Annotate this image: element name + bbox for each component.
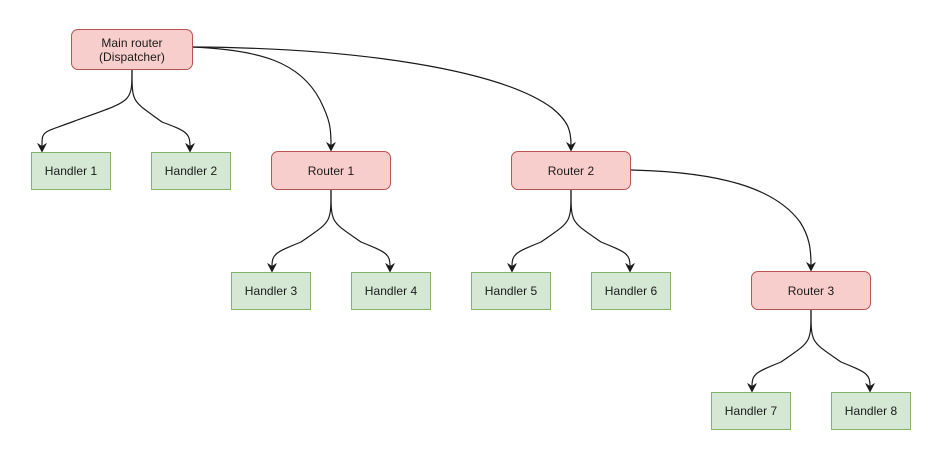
edge-router-2-handler-6 — [570, 189, 631, 267]
arrow-router-1-icon — [326, 142, 336, 152]
node-handler-7[interactable]: Handler 7 — [711, 392, 791, 430]
arrow-handler-4-icon — [385, 263, 395, 273]
arrow-handler-6-icon — [625, 263, 635, 273]
edge-router-3-handler-8 — [810, 309, 871, 387]
node-handler-5[interactable]: Handler 5 — [471, 272, 551, 310]
node-router-3[interactable]: Router 3 — [751, 271, 871, 310]
edge-router-3-handler-7 — [751, 309, 812, 387]
node-router-1[interactable]: Router 1 — [271, 151, 391, 190]
node-handler-4[interactable]: Handler 4 — [351, 272, 431, 310]
edge-main-handler-2 — [131, 69, 191, 147]
arrow-handler-2-icon — [185, 143, 195, 153]
node-router-2[interactable]: Router 2 — [511, 151, 631, 190]
edges-group — [41, 46, 871, 387]
arrow-router-3-icon — [806, 262, 816, 272]
node-handler-2[interactable]: Handler 2 — [151, 152, 231, 190]
arrow-handler-8-icon — [865, 383, 875, 393]
arrow-handler-7-icon — [747, 383, 757, 393]
arrow-handler-5-icon — [507, 263, 517, 273]
node-handler-6[interactable]: Handler 6 — [591, 272, 671, 310]
node-handler-8[interactable]: Handler 8 — [831, 392, 911, 430]
node-handler-3[interactable]: Handler 3 — [231, 272, 311, 310]
arrow-handler-1-icon — [37, 143, 47, 153]
edge-router-2-router-3 — [630, 169, 812, 266]
edge-main-router-2 — [192, 46, 572, 146]
edge-router-1-handler-4 — [330, 189, 391, 267]
edge-router-2-handler-5 — [511, 189, 572, 267]
node-main-router[interactable]: Main router (Dispatcher) — [71, 29, 193, 70]
arrow-handler-3-icon — [267, 263, 277, 273]
edge-main-handler-1 — [41, 69, 133, 147]
edge-router-1-handler-3 — [271, 189, 332, 267]
arrow-router-2-icon — [566, 142, 576, 152]
edge-main-router-1 — [192, 46, 332, 146]
node-handler-1[interactable]: Handler 1 — [31, 152, 111, 190]
